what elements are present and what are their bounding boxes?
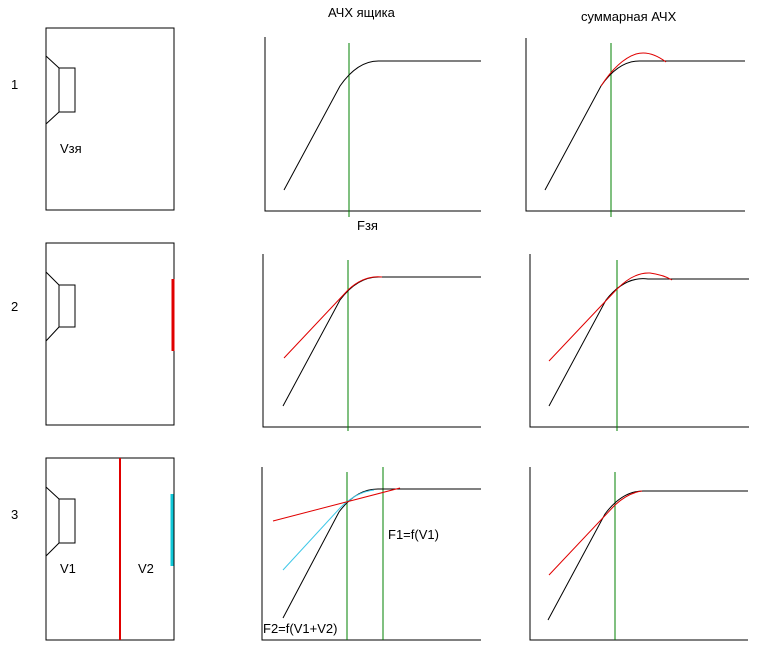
response-curve	[282, 276, 481, 407]
driver-cone	[45, 486, 60, 557]
row-number-2: 2	[11, 299, 19, 314]
row-1-total-response-chart	[525, 38, 745, 217]
axes	[262, 254, 481, 428]
response-curve-combined	[548, 490, 643, 576]
response-curve	[547, 490, 748, 621]
response-curve-v2	[282, 489, 375, 571]
row-3-box-response-chart	[261, 467, 481, 641]
row-number-3: 3	[11, 507, 19, 522]
box-response-header: АЧХ ящика	[328, 5, 395, 20]
row-1-box-response-chart	[264, 37, 481, 217]
volume-2-label: V2	[138, 561, 154, 576]
axes	[261, 467, 481, 641]
driver-magnet	[58, 498, 76, 544]
axes	[529, 254, 749, 428]
closed-frequency-label: Fзя	[357, 218, 378, 233]
row-2-enclosure	[45, 242, 175, 426]
row-2-box-response-chart	[262, 254, 481, 431]
response-curve	[548, 278, 749, 407]
response-curve	[544, 60, 745, 191]
row-3-total-response-chart	[529, 467, 748, 641]
driver-magnet	[58, 67, 76, 113]
driver-cone	[45, 271, 60, 342]
axes	[525, 38, 745, 212]
f2-formula-label: F2=f(V1+V2)	[263, 621, 338, 636]
closed-volume-label: Vзя	[60, 141, 82, 156]
axes	[529, 467, 748, 641]
total-response-header: суммарная АЧХ	[581, 9, 677, 24]
response-curve-v1	[272, 487, 401, 522]
row-3-enclosure	[45, 457, 175, 641]
response-curve-ported	[548, 272, 673, 362]
driver-magnet	[58, 284, 76, 328]
response-curve	[282, 488, 481, 619]
response-curve-ported	[283, 276, 383, 359]
row-2-total-response-chart	[529, 254, 749, 431]
f1-formula-label: F1=f(V1)	[388, 527, 439, 542]
row-number-1: 1	[11, 77, 19, 92]
response-peak-curve	[600, 52, 667, 87]
volume-1-label: V1	[60, 561, 76, 576]
response-curve	[283, 60, 481, 191]
row-1-enclosure	[45, 27, 175, 211]
driver-cone	[45, 55, 60, 125]
axes	[264, 37, 481, 212]
